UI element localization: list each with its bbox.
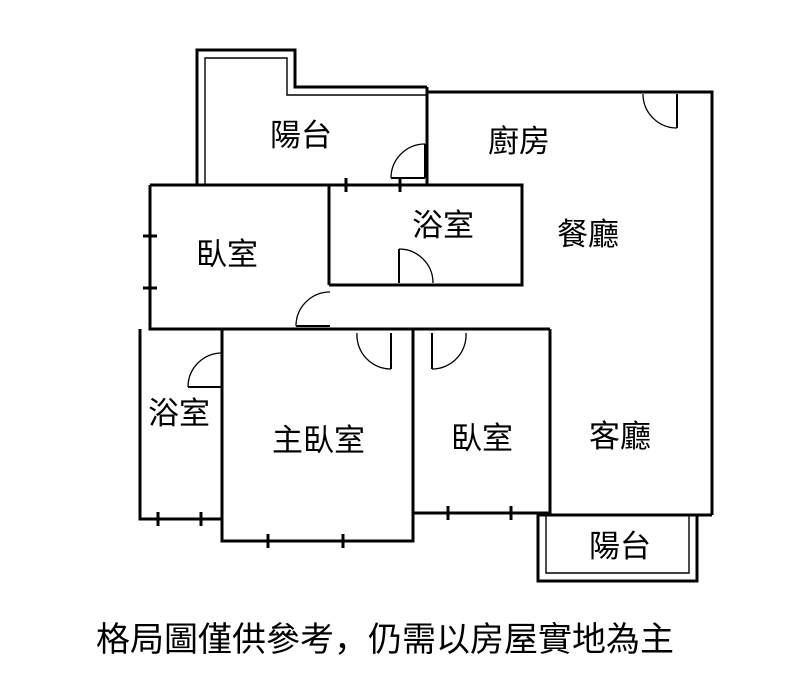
balcony-top-walls <box>195 48 427 185</box>
room-label-bathroom-center: 浴室 <box>412 208 474 244</box>
disclaimer-text: 格局圖僅供參考，仍需以房屋實地為主 <box>96 620 674 660</box>
door-center-bathroom <box>398 248 434 284</box>
left-bathroom-walls <box>138 329 222 521</box>
room-label-bedroom-left: 臥室 <box>196 237 258 273</box>
room-label-living-room: 客廳 <box>589 419 651 455</box>
door-left-bathroom <box>187 352 223 388</box>
door-master-bedroom <box>356 332 392 370</box>
door-left-bedroom <box>295 291 331 327</box>
center-bathroom-walls <box>150 183 524 287</box>
door-balcony-top <box>390 143 426 179</box>
master-bedroom-walls <box>220 329 415 543</box>
room-label-balcony-top: 陽台 <box>270 118 332 154</box>
room-label-dining: 餐廳 <box>557 217 619 253</box>
door-kitchen-corner <box>642 93 678 129</box>
window-marks <box>143 178 513 548</box>
door-right-bedroom <box>431 332 467 370</box>
room-label-balcony-bottom: 陽台 <box>589 529 651 565</box>
right-bedroom-walls <box>413 329 552 515</box>
main-hall-walls <box>425 87 714 515</box>
room-label-bedroom-right: 臥室 <box>451 421 513 457</box>
room-label-bathroom-left: 浴室 <box>148 396 210 432</box>
room-label-master-bedroom: 主臥室 <box>272 423 365 459</box>
room-label-kitchen: 廚房 <box>488 124 550 160</box>
left-bedroom-walls <box>148 185 550 331</box>
balcony-bottom-walls <box>536 513 712 583</box>
